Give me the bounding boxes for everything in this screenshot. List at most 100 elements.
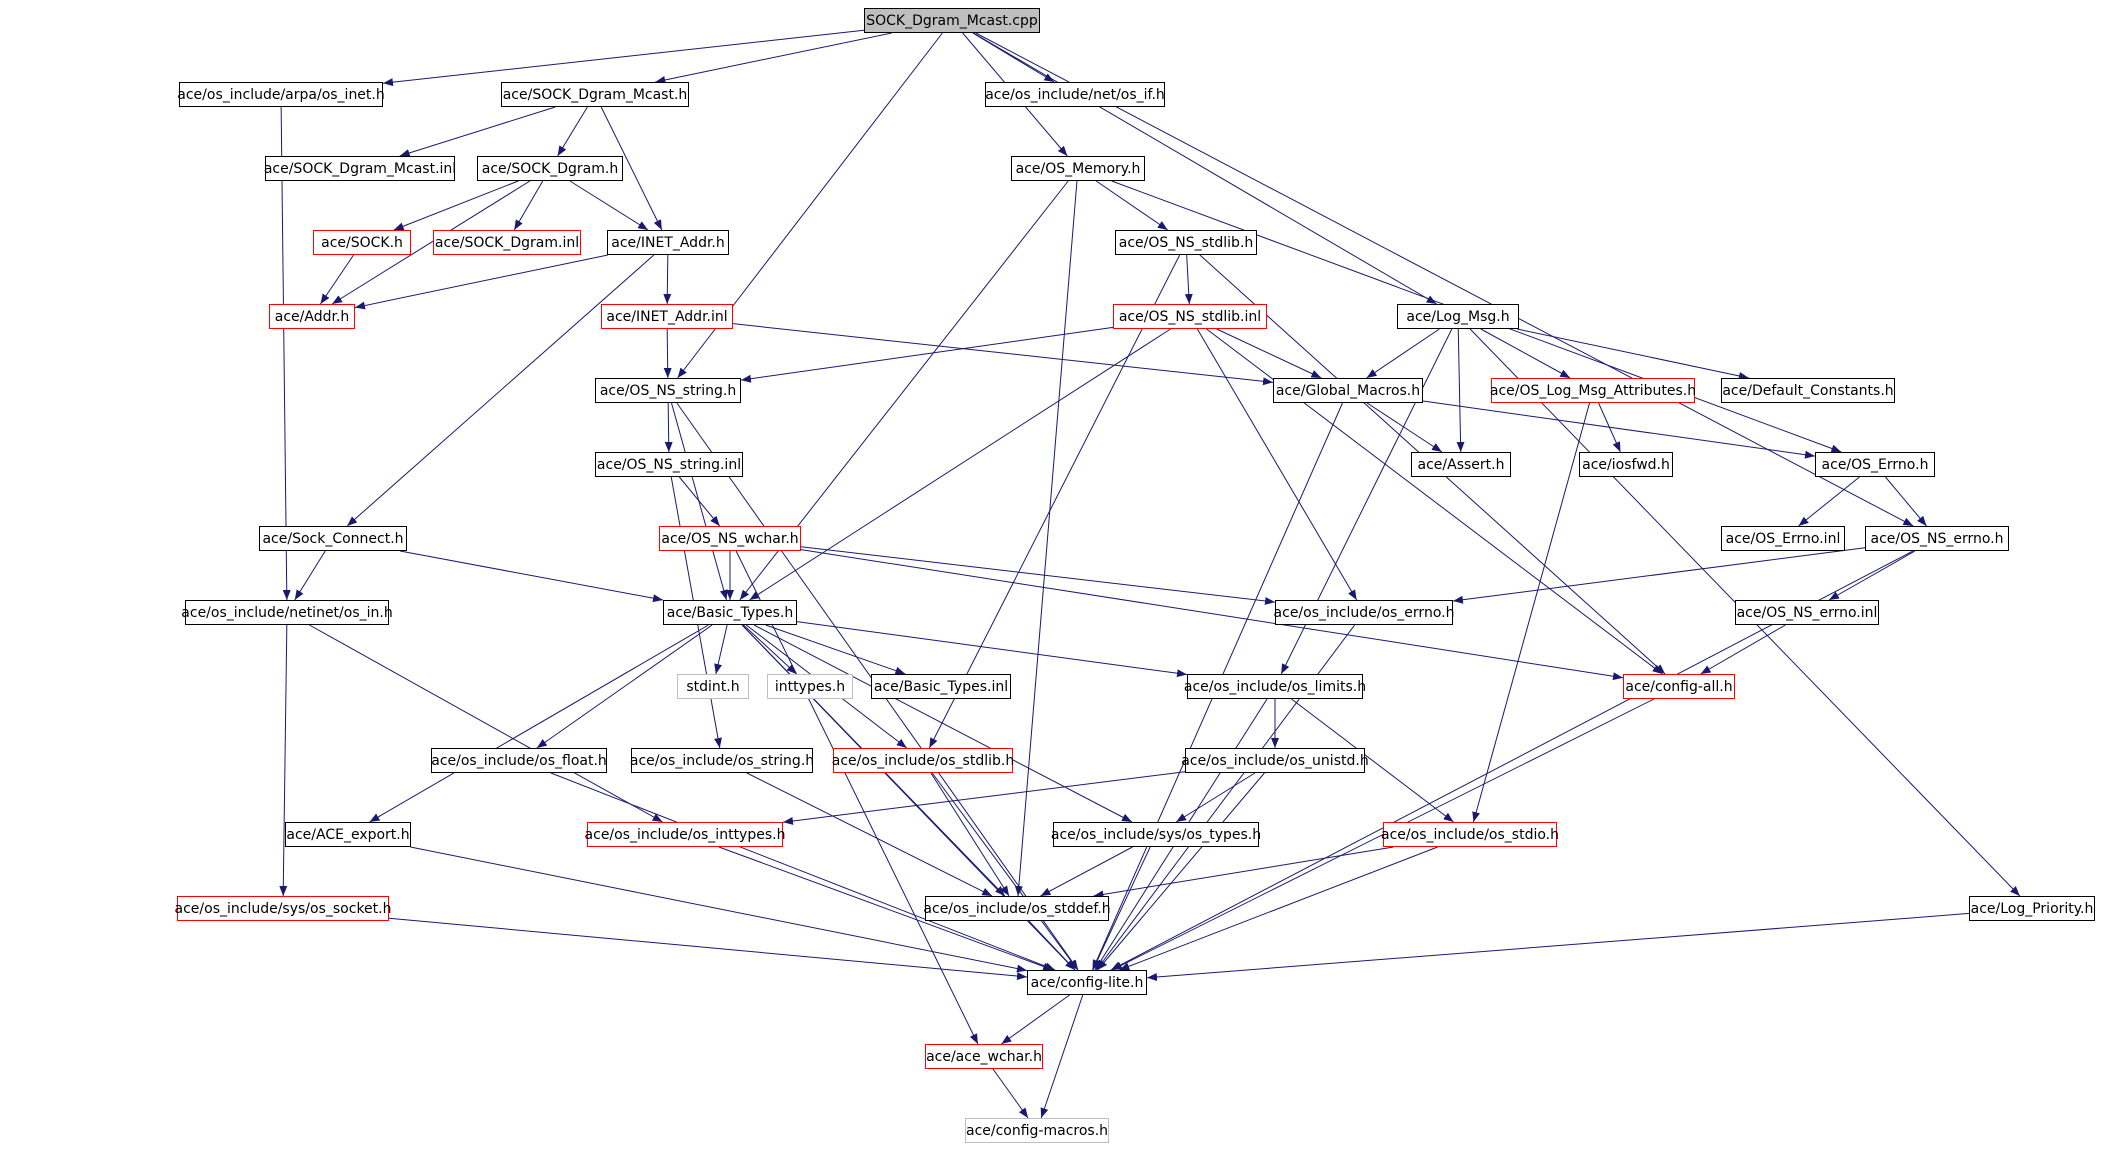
edge-n34-n43: [1291, 698, 1454, 823]
edge-n28-n42: [753, 624, 1133, 823]
node-stdint-h: stdint.h: [677, 674, 749, 699]
node-inet-addr-inl[interactable]: ace/INET_Addr.inl: [601, 304, 733, 329]
edge-n10-n13: [1184, 254, 1193, 305]
node-os-inttypes-h[interactable]: ace/os_include/os_inttypes.h: [585, 822, 785, 847]
edge-n12-n16: [732, 323, 1274, 386]
edge-n24-n35: [800, 549, 1624, 681]
node-inet-addr-h[interactable]: ace/INET_Addr.h: [607, 230, 729, 255]
edge-n2-n5: [557, 106, 588, 157]
edge-n39-n41: [782, 771, 1186, 825]
node-os-float-h[interactable]: ace/os_include/os_float.h: [431, 748, 607, 773]
node-global-macros-h[interactable]: ace/Global_Macros.h: [1273, 378, 1423, 403]
node-os-limits-h[interactable]: ace/os_include/os_limits.h: [1184, 674, 1366, 699]
edge-n48-n49: [992, 1068, 1029, 1119]
node-basic-types-h[interactable]: ace/Basic_Types.h: [663, 600, 797, 625]
node-os-ns-string-h[interactable]: ace/OS_NS_string.h: [595, 378, 741, 403]
node-config-lite-h[interactable]: ace/config-lite.h: [1027, 970, 1147, 995]
edge-n17-n43: [1472, 402, 1591, 823]
node-os-ns-stdlib-inl[interactable]: ace/OS_NS_stdlib.inl: [1113, 304, 1267, 329]
edge-n38-n47: [931, 772, 1079, 971]
edge-n13-n29: [1196, 328, 1358, 601]
edge-n22-n26: [1885, 476, 1927, 527]
edge-n9-n11: [354, 254, 608, 310]
edge-n38-n45: [930, 772, 1010, 897]
edge-n13-n16: [1216, 328, 1322, 379]
node-sock-h[interactable]: ace/SOCK.h: [313, 230, 411, 255]
node-log-priority-h[interactable]: ace/Log_Priority.h: [1969, 896, 2095, 921]
edge-n23-n28: [399, 550, 664, 603]
node-sock-connect-h[interactable]: ace/Sock_Connect.h: [259, 526, 407, 551]
edge-n16-n22: [1422, 400, 1816, 459]
edge-n12-n15: [663, 328, 672, 379]
node-ace-export-h[interactable]: ace/ACE_export.h: [285, 822, 411, 847]
edge-n1-n27: [280, 106, 291, 601]
edge-n17-n21: [1598, 402, 1621, 453]
node-sock-dgram-inl[interactable]: ace/SOCK_Dgram.inl: [433, 230, 581, 255]
node-sock-dgram-h[interactable]: ace/SOCK_Dgram.h: [477, 156, 623, 181]
edge-n13-n28: [749, 328, 1171, 601]
node-netinet-os-in-h[interactable]: ace/os_include/netinet/os_in.h: [181, 600, 393, 625]
node-os-string-h[interactable]: ace/os_include/os_string.h: [630, 748, 814, 773]
node-os-unistd-h[interactable]: ace/os_include/os_unistd.h: [1181, 748, 1369, 773]
node-os-ns-stdlib-h[interactable]: ace/OS_NS_stdlib.h: [1115, 230, 1257, 255]
edge-n26-n29: [1452, 547, 1866, 604]
edge-n42-n45: [1040, 846, 1133, 897]
node-os-stdlib-h[interactable]: ace/os_include/os_stdlib.h: [832, 748, 1014, 773]
node-os-log-msg-attributes-h[interactable]: ace/OS_Log_Msg_Attributes.h: [1490, 378, 1696, 403]
edge-n24-n48: [735, 550, 979, 1045]
edge-n40-n47: [410, 846, 1028, 973]
node-assert-h[interactable]: ace/Assert.h: [1411, 452, 1511, 477]
node-basic-types-inl[interactable]: ace/Basic_Types.inl: [871, 674, 1011, 699]
node-os-ns-errno-inl[interactable]: ace/OS_NS_errno.inl: [1735, 600, 1879, 625]
edge-n13-n15: [740, 326, 1114, 383]
edge-n0-n26: [975, 32, 1914, 527]
node-config-macros-h: ace/config-macros.h: [965, 1118, 1109, 1143]
node-os-errno-inl[interactable]: ace/OS_Errno.inl: [1721, 526, 1845, 551]
node-sock-dgram-mcast-h[interactable]: ace/SOCK_Dgram_Mcast.h: [501, 82, 689, 107]
edge-n5-n7: [393, 180, 519, 231]
node-os-errno-include-h[interactable]: ace/os_include/os_errno.h: [1274, 600, 1454, 625]
edge-n27-n41: [309, 624, 663, 823]
edge-n39-n47: [1097, 772, 1265, 971]
node-os-memory-h[interactable]: ace/OS_Memory.h: [1011, 156, 1145, 181]
edge-n9-n23: [346, 254, 655, 527]
node-sys-os-socket-h[interactable]: ace/os_include/sys/os_socket.h: [175, 896, 391, 921]
node-os-stddef-h[interactable]: ace/os_include/os_stddef.h: [923, 896, 1111, 921]
edge-n10-n38: [928, 254, 1181, 749]
edge-n2-n4: [399, 106, 556, 157]
edge-n19-n24: [678, 476, 721, 527]
edge-n14-n18: [1517, 328, 1749, 380]
edge-n30-n35: [1700, 624, 1786, 675]
node-os-ns-errno-h[interactable]: ace/OS_NS_errno.h: [1865, 526, 2009, 551]
node-iosfwd-h[interactable]: ace/iosfwd.h: [1579, 452, 1673, 477]
edge-n47-n49: [1040, 994, 1084, 1119]
node-sock-dgram-mcast-cpp: SOCK_Dgram_Mcast.cpp: [864, 8, 1040, 33]
node-os-stdio-h[interactable]: ace/os_include/os_stdio.h: [1381, 822, 1559, 847]
node-addr-h[interactable]: ace/Addr.h: [269, 304, 355, 329]
edge-n39-n42: [1175, 772, 1256, 823]
node-os-errno-h[interactable]: ace/OS_Errno.h: [1815, 452, 1935, 477]
edge-n27-n44: [279, 624, 288, 897]
node-sock-dgram-mcast-inl[interactable]: ace/SOCK_Dgram_Mcast.inl: [264, 156, 456, 181]
edge-n22-n25: [1798, 476, 1860, 527]
node-os-ns-string-inl[interactable]: ace/OS_NS_string.inl: [595, 452, 743, 477]
node-inttypes-h: inttypes.h: [767, 674, 853, 699]
node-log-msg-h[interactable]: ace/Log_Msg.h: [1397, 304, 1519, 329]
node-config-all-h[interactable]: ace/config-all.h: [1623, 674, 1735, 699]
node-os-if-h[interactable]: ace/os_include/net/os_if.h: [985, 82, 1165, 107]
edge-n5-n8: [513, 180, 544, 231]
edge-n7-n11: [320, 254, 354, 305]
edge-n0-n2: [655, 32, 892, 84]
node-os-ns-wchar-h[interactable]: ace/OS_NS_wchar.h: [659, 526, 801, 551]
edge-n15-n19: [664, 402, 673, 453]
edge-n28-n40: [369, 624, 709, 823]
edge-n46-n47: [1146, 912, 1970, 982]
edge-n14-n17: [1480, 328, 1571, 379]
node-os-inet-h[interactable]: ace/os_include/arpa/os_inet.h: [177, 82, 385, 107]
edge-n47-n48: [1001, 994, 1070, 1045]
node-ace-wchar-h[interactable]: ace/ace_wchar.h: [925, 1044, 1043, 1069]
node-default-constants-h[interactable]: ace/Default_Constants.h: [1721, 378, 1895, 403]
edge-n0-n14: [973, 32, 1437, 305]
node-sys-os-types-h[interactable]: ace/os_include/sys/os_types.h: [1051, 822, 1261, 847]
